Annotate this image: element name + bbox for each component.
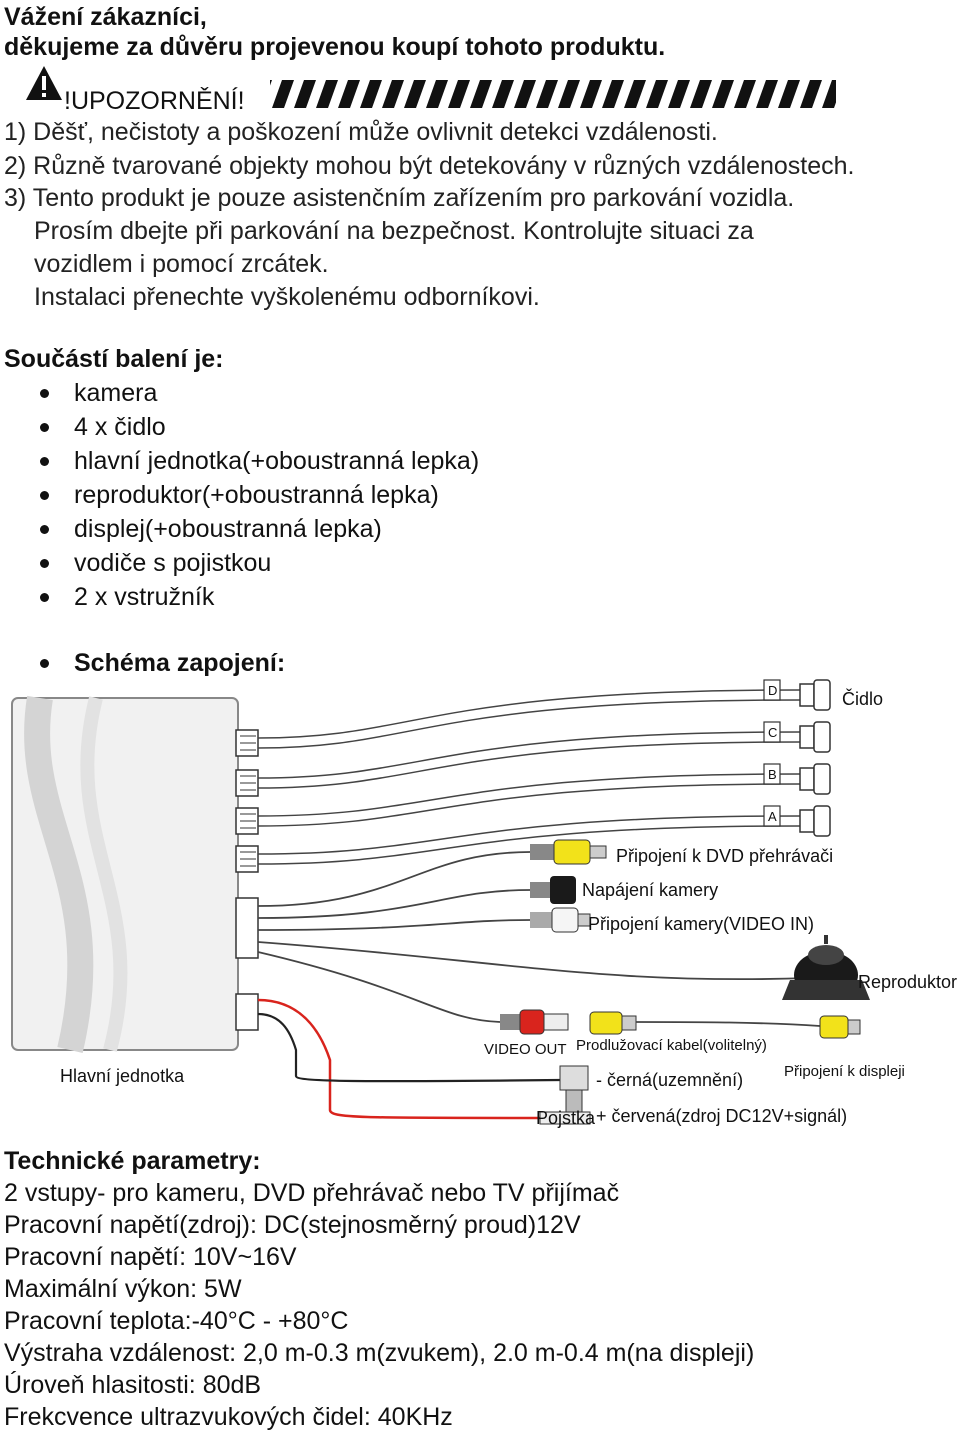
hazard-stripe	[404, 80, 426, 108]
display-label: Připojení k displeji	[784, 1063, 905, 1080]
warning-triangle-icon	[24, 64, 64, 104]
hazard-stripe	[492, 80, 514, 108]
hazard-stripe	[514, 80, 536, 108]
package-heading: Součástí balení je:	[4, 345, 224, 373]
camera-power-label: Napájení kamery	[582, 880, 718, 900]
spec-line: Frekcvence ultrazvukových čidel: 40KHz	[4, 1403, 453, 1431]
hazard-stripe	[536, 80, 558, 108]
hazard-stripe	[448, 80, 470, 108]
hazard-stripe-bar	[270, 80, 836, 108]
hazard-stripe	[426, 80, 448, 108]
hazard-stripe	[756, 80, 778, 108]
camera-power-connector	[530, 876, 576, 904]
spec-line: Pracovní napětí: 10V~16V	[4, 1243, 297, 1271]
hazard-stripe	[360, 80, 382, 108]
hazard-stripe	[690, 80, 712, 108]
warning-item-1: 1) Děšť, nečistoty a poškození může ovli…	[4, 118, 718, 146]
warning-continuation-1: Prosím dbejte při parkování na bezpečnos…	[34, 217, 754, 245]
hazard-stripe	[602, 80, 624, 108]
dvd-rca-connector	[530, 839, 607, 865]
fuse-graphic	[539, 1065, 591, 1125]
fuse-label: Pojstka	[536, 1108, 596, 1128]
hazard-stripe	[382, 80, 404, 108]
warning-continuation-2: vozidlem i pomocí zrcátek.	[34, 250, 329, 278]
hazard-stripe	[646, 80, 668, 108]
warning-item-3: 3) Tento produkt je pouze asistenčním za…	[4, 184, 795, 212]
hazard-stripe	[712, 80, 734, 108]
sensor-label: Čidlo	[842, 688, 883, 709]
spec-line: Výstraha vzdálenost: 2,0 m-0.3 m(zvukem)…	[4, 1339, 755, 1367]
hazard-stripe	[734, 80, 756, 108]
speaker-label: Reproduktor	[858, 972, 957, 992]
video-out-connectors	[500, 1009, 861, 1039]
main-unit	[11, 695, 239, 1053]
hazard-stripe	[338, 80, 360, 108]
hazard-stripe	[316, 80, 338, 108]
greeting-line-1: Vážení zákazníci,	[4, 3, 207, 31]
hazard-stripe	[558, 80, 580, 108]
ground-label: - černá(uzemnění)	[596, 1070, 743, 1090]
spec-line: Maximální výkon: 5W	[4, 1275, 242, 1303]
hazard-stripe	[822, 80, 836, 108]
warning-title: !UPOZORNĚNÍ!	[64, 87, 245, 115]
hazard-stripe	[294, 80, 316, 108]
hazard-stripe	[272, 80, 294, 108]
hazard-stripe	[668, 80, 690, 108]
warning-item-2: 2) Různě tvarované objekty mohou být det…	[4, 152, 855, 180]
sensor-letter-a: A	[768, 809, 777, 824]
spec-line: Úroveň hlasitosti: 80dB	[4, 1371, 262, 1399]
wiring-diagram: D C B A Čidlo Připojení k DVD přehrávači…	[0, 676, 960, 1146]
hazard-stripe	[470, 80, 492, 108]
hazard-stripe	[624, 80, 646, 108]
spec-line: 2 vstupy- pro kameru, DVD přehrávač nebo…	[4, 1179, 620, 1207]
speaker-graphic	[782, 935, 870, 1000]
spec-line: Pracovní napětí(zdroj): DC(stejnosměrný …	[4, 1211, 581, 1239]
specs-heading: Technické parametry:	[4, 1147, 261, 1175]
sensor-letter-b: B	[768, 767, 777, 782]
sensor-letter-c: C	[768, 725, 777, 740]
hazard-stripe	[800, 80, 822, 108]
warning-continuation-3: Instalaci přenechte vyškolenému odborník…	[34, 283, 540, 311]
camera-video-connector	[530, 907, 591, 933]
greeting-line-2: děkujeme za důvěru projevenou koupí toho…	[4, 33, 666, 61]
power-label: + červená(zdroj DC12V+signál)	[596, 1106, 847, 1126]
camera-video-label: Připojení kamery(VIDEO IN)	[588, 914, 814, 934]
video-out-label: VIDEO OUT	[484, 1041, 567, 1058]
hazard-stripe	[778, 80, 800, 108]
main-unit-label: Hlavní jednotka	[60, 1066, 185, 1086]
spec-line: Pracovní teplota:-40°C - +80°C	[4, 1307, 349, 1335]
extension-label: Prodlužovací kabel(volitelný)	[576, 1037, 767, 1054]
dvd-label: Připojení k DVD přehrávači	[616, 846, 833, 866]
hazard-stripe	[580, 80, 602, 108]
sensor-letter-d: D	[768, 683, 777, 698]
